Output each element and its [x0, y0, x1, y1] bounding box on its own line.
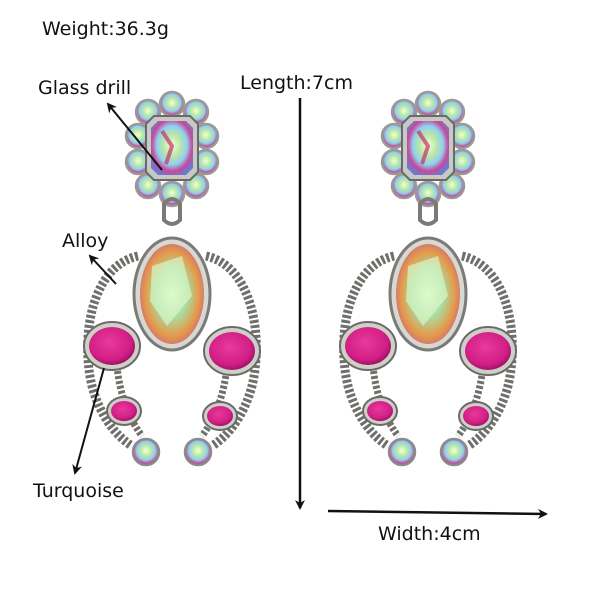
alloy-arrow	[88, 254, 117, 285]
turquoise-label: Turquoise	[33, 480, 124, 502]
length-label: Length:7cm	[240, 72, 353, 94]
glass-drill-arrow	[106, 102, 163, 171]
turquoise-arrow	[72, 367, 105, 475]
width-label: Width:4cm	[378, 523, 481, 545]
right-earring	[340, 92, 516, 465]
weight-label: Weight:36.3g	[42, 18, 169, 40]
glass-drill-label: Glass drill	[38, 77, 132, 99]
width-arrow	[327, 508, 548, 519]
alloy-label: Alloy	[62, 230, 109, 252]
